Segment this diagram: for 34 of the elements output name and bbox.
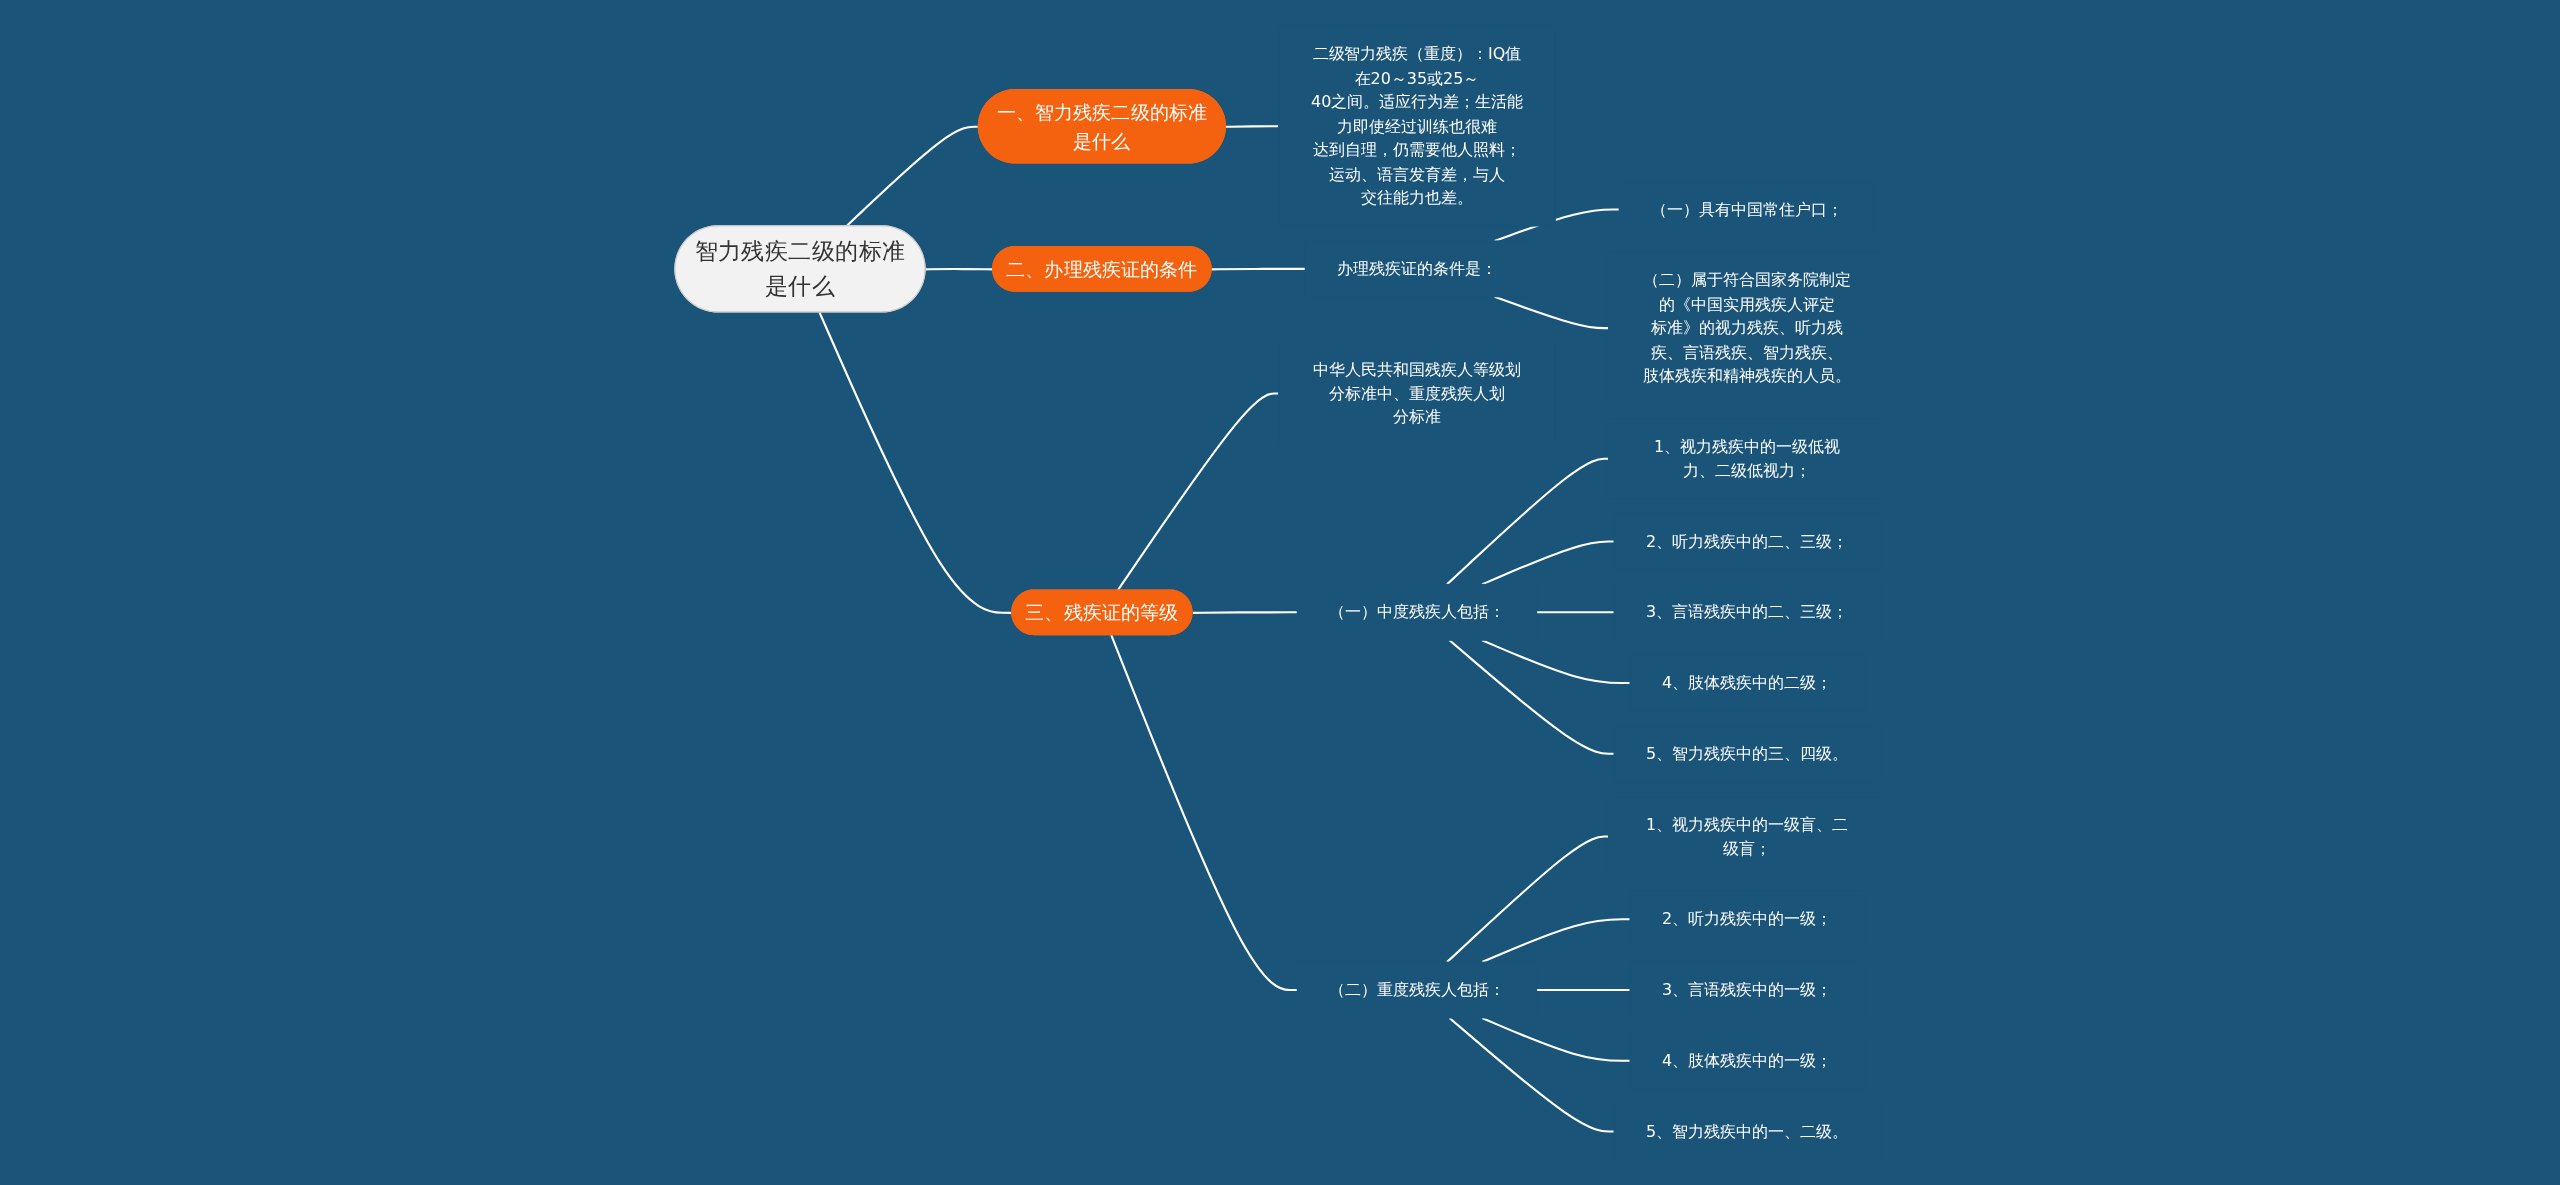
node-text: 4、肢体残疾中的二级； xyxy=(1661,672,1832,692)
node-text: 中华人民共和国残疾人等级划分标准中、重度残疾人划分标准 xyxy=(1313,359,1521,427)
connector xyxy=(1448,638,1615,755)
connector xyxy=(1536,610,1615,613)
connector xyxy=(1481,638,1630,684)
connector xyxy=(1481,917,1630,963)
node-text: 1、视力残疾中的一级盲、二级盲； xyxy=(1645,814,1848,858)
node-text: （一）中度残疾人包括： xyxy=(1329,601,1505,622)
node-text: 3、言语残疾中的一级； xyxy=(1661,979,1832,999)
connector xyxy=(1116,391,1279,591)
node-text: （二）重度残疾人包括： xyxy=(1329,979,1505,999)
connector xyxy=(1446,457,1609,585)
connector xyxy=(1446,834,1609,963)
node-text: （二）属于符合国家务院制定的《中国实用残疾人评定标准》的视力残疾、听力残疾、言语残疾、智力残疾、肢体残疾和精神残疾的人员。 xyxy=(1643,269,1851,385)
connector xyxy=(1192,610,1298,614)
node-text: 1、视力残疾中的一级低视力、二级低视力； xyxy=(1653,436,1840,480)
node-text: （一）具有中国常住户口； xyxy=(1651,199,1843,219)
node-text: 5、智力残疾中的三、四级。 xyxy=(1645,743,1848,763)
connector xyxy=(1110,634,1298,991)
node-text: 2、听力残疾中的二、三级； xyxy=(1645,531,1848,551)
connector xyxy=(1448,1016,1615,1133)
node-text: 办理残疾证的条件是： xyxy=(1337,258,1497,278)
connector xyxy=(1536,988,1630,991)
connector xyxy=(1225,124,1279,128)
node-text: 二级智力残疾（重度）：IQ值在20～35或25～40之间。适应行为差；生活能力即使经过训练也很难达到自理，仍需要他人照料；运动、语言发育差，与人交往能力也差。 xyxy=(1311,44,1523,207)
connector xyxy=(1211,267,1306,270)
node-text: 2、听力残疾中的一级； xyxy=(1661,908,1832,929)
connector xyxy=(818,311,1013,614)
connector xyxy=(1481,1016,1630,1062)
connector xyxy=(845,125,979,227)
node-text: 4、肢体残疾中的一级； xyxy=(1661,1050,1832,1070)
node-text: 3、言语残疾中的二、三级； xyxy=(1645,601,1848,622)
connector xyxy=(1494,295,1609,329)
node-text: 5、智力残疾中的一、二级。 xyxy=(1645,1121,1848,1141)
